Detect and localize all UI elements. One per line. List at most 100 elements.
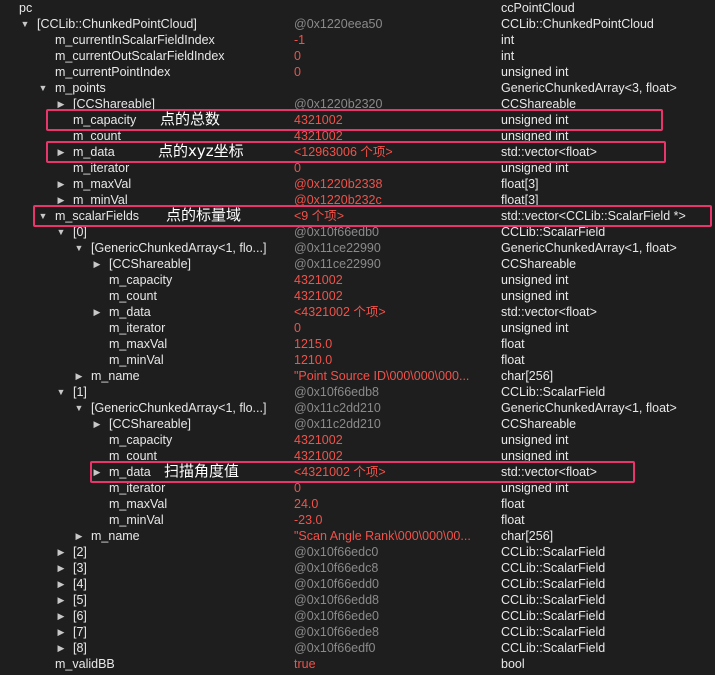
- variable-name: [5]: [73, 593, 87, 607]
- variable-row-m-data[interactable]: ▶m_data<4321002 个项>std::vector<float>: [0, 464, 715, 480]
- variable-row-genericchunkedarray-1-flo[interactable]: ▼[GenericChunkedArray<1, flo...]@0x11c2d…: [0, 400, 715, 416]
- variable-type: unsigned int: [501, 289, 569, 303]
- disclosure-right-icon[interactable]: ▶: [57, 147, 65, 157]
- disclosure-right-icon[interactable]: ▶: [57, 99, 65, 109]
- variable-type: CCLib::ScalarField: [501, 225, 606, 239]
- variable-value: @0x11ce22990: [294, 241, 381, 255]
- variable-value: 1210.0: [294, 353, 333, 367]
- variable-name: m_minVal: [109, 513, 164, 527]
- variable-type: char[256]: [501, 369, 554, 383]
- variable-name: pc: [19, 1, 33, 15]
- variable-value: @0x1220b2338: [294, 177, 383, 191]
- variable-name: m_minVal: [73, 193, 128, 207]
- variable-name: [0]: [73, 225, 87, 239]
- variable-row-m-scalarfields[interactable]: ▼m_scalarFields<9 个项>std::vector<CCLib::…: [0, 208, 715, 224]
- variable-row-pc[interactable]: pc ccPointCloud: [0, 0, 715, 16]
- disclosure-right-icon[interactable]: ▶: [93, 307, 101, 317]
- variable-name: [GenericChunkedArray<1, flo...]: [91, 401, 267, 415]
- disclosure-down-icon[interactable]: ▼: [56, 387, 66, 397]
- annotation-label: 点的标量域: [166, 206, 242, 224]
- variable-name: m_maxVal: [73, 177, 132, 191]
- disclosure-right-icon[interactable]: ▶: [93, 259, 101, 269]
- variable-type: float: [501, 497, 525, 511]
- disclosure-right-icon[interactable]: ▶: [57, 611, 65, 621]
- variable-name: m_maxVal: [109, 497, 168, 511]
- disclosure-down-icon[interactable]: ▼: [38, 83, 48, 93]
- variable-value: 4321002: [294, 289, 343, 303]
- disclosure-right-icon[interactable]: ▶: [57, 547, 65, 557]
- disclosure-down-icon[interactable]: ▼: [74, 403, 84, 413]
- disclosure-right-icon[interactable]: ▶: [93, 467, 101, 477]
- disclosure-down-icon[interactable]: ▼: [74, 243, 84, 253]
- disclosure-right-icon[interactable]: ▶: [75, 371, 83, 381]
- variable-row-m-name[interactable]: ▶m_name"Scan Angle Rank\000\000\00...cha…: [0, 528, 715, 544]
- variable-row-m-data[interactable]: ▶m_data<4321002 个项>std::vector<float>: [0, 304, 715, 320]
- variable-value: @0x10f66edc8: [294, 561, 379, 575]
- disclosure-right-icon[interactable]: ▶: [57, 195, 65, 205]
- variable-value: 1215.0: [294, 337, 333, 351]
- variable-name: [4]: [73, 577, 87, 591]
- disclosure-right-icon[interactable]: ▶: [57, 627, 65, 637]
- variable-type: bool: [501, 657, 525, 671]
- disclosure-right-icon[interactable]: ▶: [57, 179, 65, 189]
- disclosure-right-icon[interactable]: ▶: [75, 531, 83, 541]
- disclosure-right-icon[interactable]: ▶: [57, 579, 65, 589]
- variable-type: unsigned int: [501, 161, 569, 175]
- variable-type: unsigned int: [501, 65, 569, 79]
- variable-row-m-maxval[interactable]: m_maxVal 24.0 float: [0, 496, 715, 512]
- disclosure-right-icon[interactable]: ▶: [93, 419, 101, 429]
- variable-value: @0x10f66edd8: [294, 593, 379, 607]
- variable-name: m_capacity: [73, 113, 137, 127]
- variable-value: @0x1220b232c: [294, 193, 382, 207]
- variable-value: 24.0: [294, 497, 319, 511]
- variable-type: ccPointCloud: [501, 1, 575, 15]
- variable-type: CCLib::ChunkedPointCloud: [501, 17, 654, 31]
- variable-row-m-name[interactable]: ▶m_name"Point Source ID\000\000\000...ch…: [0, 368, 715, 384]
- disclosure-right-icon[interactable]: ▶: [57, 563, 65, 573]
- disclosure-down-icon[interactable]: ▼: [20, 19, 30, 29]
- variable-name: m_iterator: [109, 481, 166, 495]
- variable-row-genericchunkedarray-1-flo[interactable]: ▼[GenericChunkedArray<1, flo...]@0x11ce2…: [0, 240, 715, 256]
- variable-row-m-data[interactable]: ▶m_data<12963006 个项>std::vector<float>: [0, 144, 715, 160]
- disclosure-down-icon[interactable]: ▼: [56, 227, 66, 237]
- annotation-label: 点的总数: [160, 110, 221, 128]
- disclosure-right-icon[interactable]: ▶: [57, 643, 65, 653]
- variable-type: GenericChunkedArray<3, float>: [501, 81, 677, 95]
- disclosure-right-icon[interactable]: ▶: [57, 595, 65, 605]
- variable-type: float: [501, 353, 525, 367]
- disclosure-down-icon[interactable]: ▼: [38, 211, 48, 221]
- variable-value: @0x10f66edf0: [294, 641, 376, 655]
